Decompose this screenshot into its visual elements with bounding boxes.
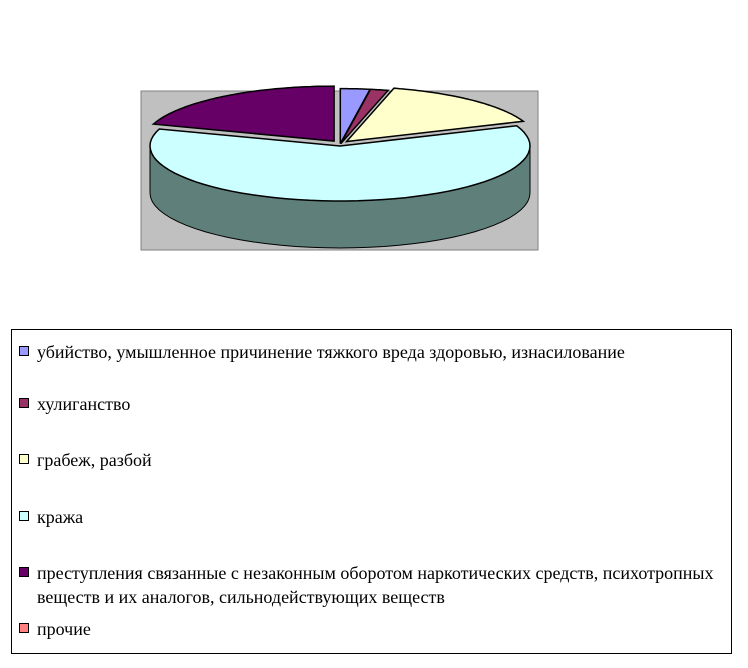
legend-item: грабеж, разбой: [19, 448, 729, 472]
pie-slice-1: [340, 88, 390, 145]
legend-label: грабеж, разбой: [37, 450, 152, 470]
legend-swatch: [19, 623, 29, 633]
legend-item: кража: [19, 505, 729, 529]
pie-slice-4: [151, 85, 335, 142]
pie-chart: [140, 85, 539, 251]
legend-label: хулиганство: [37, 394, 131, 414]
legend-label: преступления связанные с незаконным обор…: [37, 563, 714, 607]
legend-item: убийство, умышленное причинение тяжкого …: [19, 340, 729, 364]
pie-slice-3: [149, 125, 531, 202]
legend-swatch: [19, 398, 29, 408]
legend-item: прочие: [19, 617, 729, 641]
legend-label: убийство, умышленное причинение тяжкого …: [37, 342, 625, 362]
legend-swatch: [19, 511, 29, 521]
pie-tops: [149, 85, 531, 202]
legend-label: кража: [37, 507, 84, 527]
legend-swatch: [19, 346, 29, 356]
legend-swatch: [19, 454, 29, 464]
pie-slice-2: [344, 87, 526, 143]
legend-swatch: [19, 567, 29, 577]
legend-item: преступления связанные с незаконным обор…: [19, 561, 729, 609]
legend-label: прочие: [37, 619, 91, 639]
legend: убийство, умышленное причинение тяжкого …: [11, 329, 732, 654]
chart-area: [0, 0, 748, 320]
legend-item: хулиганство: [19, 392, 729, 416]
